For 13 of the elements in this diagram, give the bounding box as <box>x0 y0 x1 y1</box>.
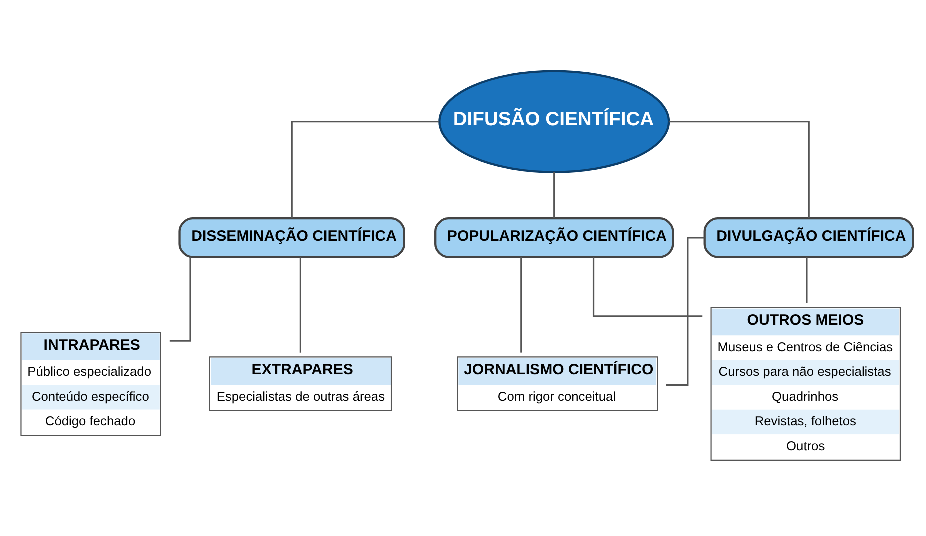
connector <box>666 237 705 386</box>
node-box: POPULARIZAÇÃO CIENTÍFICA <box>434 217 674 258</box>
node-box: DIVULGAÇÃO CIENTÍFICA <box>704 217 914 258</box>
connector <box>291 121 440 218</box>
connector <box>170 257 192 342</box>
node-box: DISSEMINAÇÃO CIENTÍFICA <box>178 217 406 258</box>
connector <box>806 257 808 304</box>
connector <box>592 257 703 318</box>
connector <box>300 257 302 353</box>
node-ellipse: DIFUSÃO CIENTÍFICA <box>438 70 670 174</box>
connector <box>669 121 810 218</box>
connector <box>520 257 522 353</box>
connector <box>554 172 556 218</box>
